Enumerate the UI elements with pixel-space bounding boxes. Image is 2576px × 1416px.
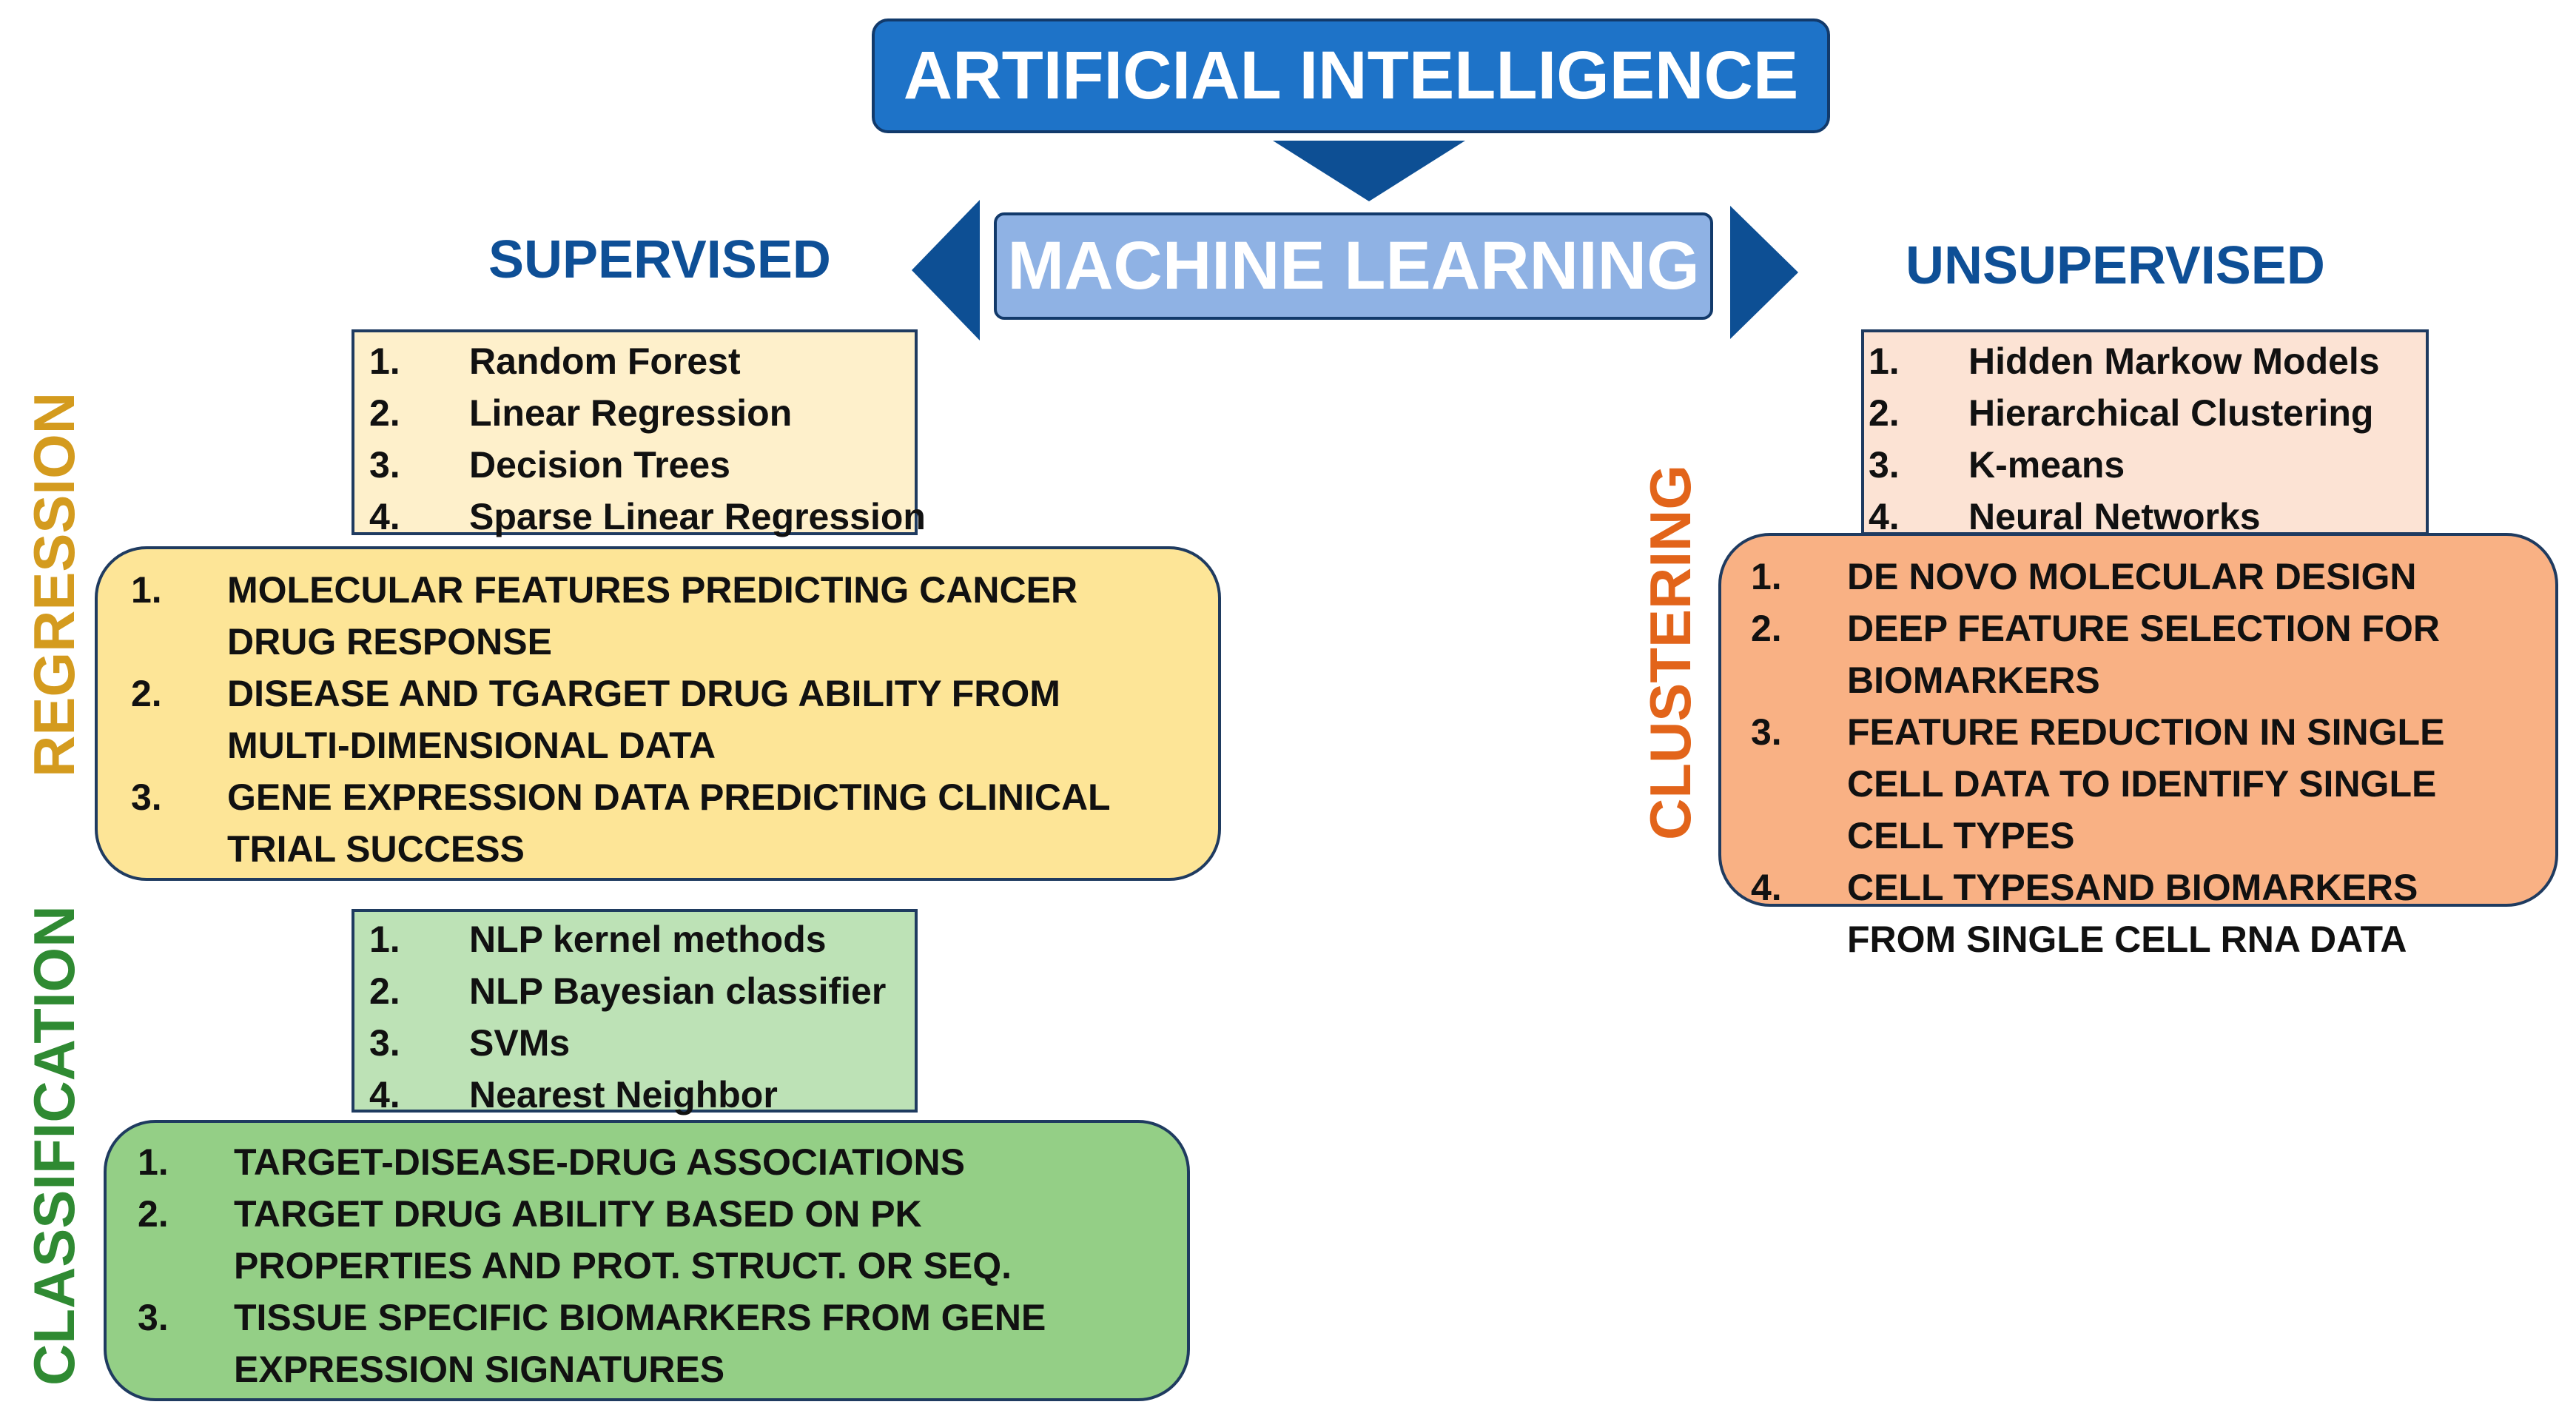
down-arrow-icon [1273, 141, 1465, 201]
list-item: 3.GENE EXPRESSION DATA PREDICTING CLINIC… [131, 776, 1110, 870]
list-item: 2.DISEASE AND TGARGET DRUG ABILITY FROM … [131, 673, 1060, 766]
list-item: 1.TARGET-DISEASE-DRUG ASSOCIATIONS [138, 1141, 966, 1183]
list-item: 1.DE NOVO MOLECULAR DESIGN [1751, 556, 2417, 597]
artificial-intelligence-box: ARTIFICIAL INTELLIGENCE [872, 19, 1830, 133]
list-item: 2.Hierarchical Clustering [1869, 392, 2374, 434]
classification-applications-box: 1.TARGET-DISEASE-DRUG ASSOCIATIONS 2.TAR… [104, 1120, 1190, 1401]
ai-title: ARTIFICIAL INTELLIGENCE [903, 38, 1799, 113]
clustering-label: CLUSTERING [1638, 465, 1703, 840]
list-item: 2.Linear Regression [369, 392, 793, 434]
right-arrow-icon [1730, 206, 1798, 339]
supervised-heading: SUPERVISED [488, 230, 831, 289]
list-item: 3.FEATURE REDUCTION IN SINGLE CELL DATA … [1751, 711, 2445, 856]
classification-methods-box: 1.NLP kernel methods 2.NLP Bayesian clas… [352, 909, 918, 1115]
unsupervised-heading: UNSUPERVISED [1906, 236, 2325, 295]
list-item: 1.Random Forest [369, 340, 741, 382]
list-item: 3.SVMs [369, 1022, 571, 1064]
list-item: 2.NLP Bayesian classifier [369, 970, 887, 1012]
clustering-methods-box: 1.Hidden Markow Models 2.Hierarchical Cl… [1861, 329, 2429, 537]
list-item: 3.Decision Trees [369, 444, 730, 486]
machine-learning-box: MACHINE LEARNING [994, 212, 1713, 320]
list-item: 3.TISSUE SPECIFIC BIOMARKERS FROM GENE E… [138, 1297, 1046, 1390]
regression-methods-box: 1.Random Forest 2.Linear Regression 3.De… [352, 329, 926, 537]
classification-label: CLASSIFICATION [21, 905, 87, 1386]
list-item: 1.NLP kernel methods [369, 919, 827, 960]
list-item: 4.CELL TYPESAND BIOMARKERS FROM SINGLE C… [1751, 867, 2418, 960]
list-item: 1.MOLECULAR FEATURES PREDICTING CANCER D… [131, 569, 1078, 662]
left-arrow-icon [912, 200, 980, 340]
list-item: 3.K-means [1869, 444, 2125, 486]
regression-label: REGRESSION [21, 392, 87, 777]
clustering-applications-box: 1.DE NOVO MOLECULAR DESIGN 2.DEEP FEATUR… [1718, 533, 2558, 960]
list-item: 2.TARGET DRUG ABILITY BASED ON PK PROPER… [138, 1193, 1012, 1286]
ml-title: MACHINE LEARNING [1007, 228, 1700, 303]
list-item: 4.Sparse Linear Regression [369, 496, 926, 537]
list-item: 1.Hidden Markow Models [1869, 340, 2380, 382]
list-item: 4.Nearest Neighbor [369, 1074, 778, 1115]
list-item: 2.DEEP FEATURE SELECTION FOR BIOMARKERS [1751, 608, 2441, 701]
list-item: 4.Neural Networks [1869, 496, 2261, 537]
regression-applications-box: 1.MOLECULAR FEATURES PREDICTING CANCER D… [95, 546, 1221, 881]
